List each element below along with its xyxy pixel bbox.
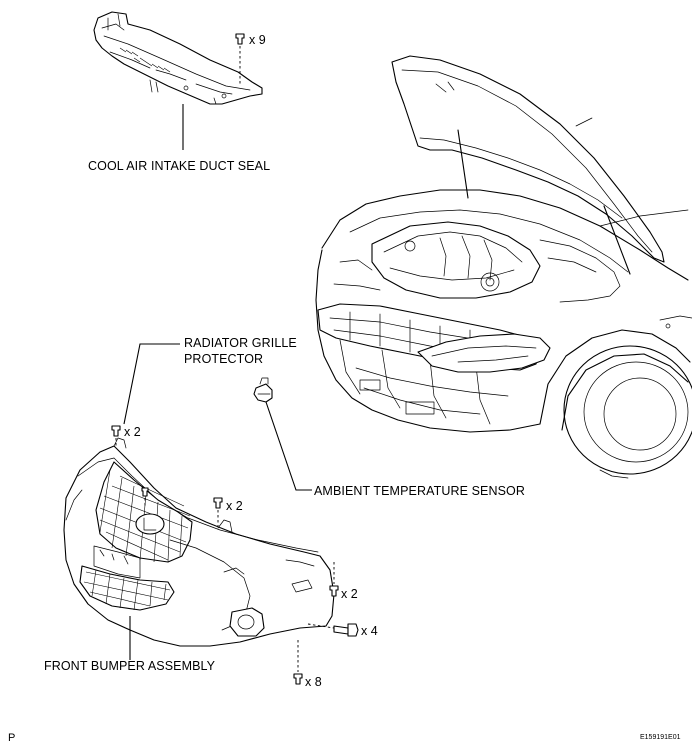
bumper-top-clip-quantity: x 2 [226,499,243,513]
ambient-temperature-sensor-part [253,377,273,403]
bumper-top-clip-icon [213,497,223,526]
grille-protector-leader-line [123,343,180,425]
vehicle-illustration [315,55,692,479]
grille-top-clip-icon [141,487,149,508]
radiator-grille-protector-label-line2: PROTECTOR [184,352,264,366]
bumper-bolt-icon [307,623,359,637]
duct-seal-clip-icon [235,33,245,84]
radiator-grille-protector-label-line1: RADIATOR GRILLE [184,336,297,350]
page-mark: P [8,732,16,744]
bumper-bottom-clip-icon [293,640,303,685]
figure-id: E159191E01 [640,734,681,741]
cool-air-intake-duct-seal-label: COOL AIR INTAKE DUCT SEAL [88,159,271,173]
bumper-side-clip-icon [329,562,339,597]
bumper-side-clip-quantity: x 2 [341,587,358,601]
ambient-temperature-sensor-label: AMBIENT TEMPERATURE SENSOR [314,484,525,498]
cool-air-intake-duct-seal-part [93,11,263,105]
bumper-bolt-quantity: x 4 [361,624,378,638]
grille-protector-clip-quantity: x 2 [124,425,141,439]
front-bumper-assembly-label: FRONT BUMPER ASSEMBLY [44,659,216,673]
front-bumper-assembly-part [63,437,335,647]
sensor-leader-line [265,401,312,491]
duct-seal-clip-quantity: x 9 [249,33,266,47]
bumper-bottom-clip-quantity: x 8 [305,675,322,689]
